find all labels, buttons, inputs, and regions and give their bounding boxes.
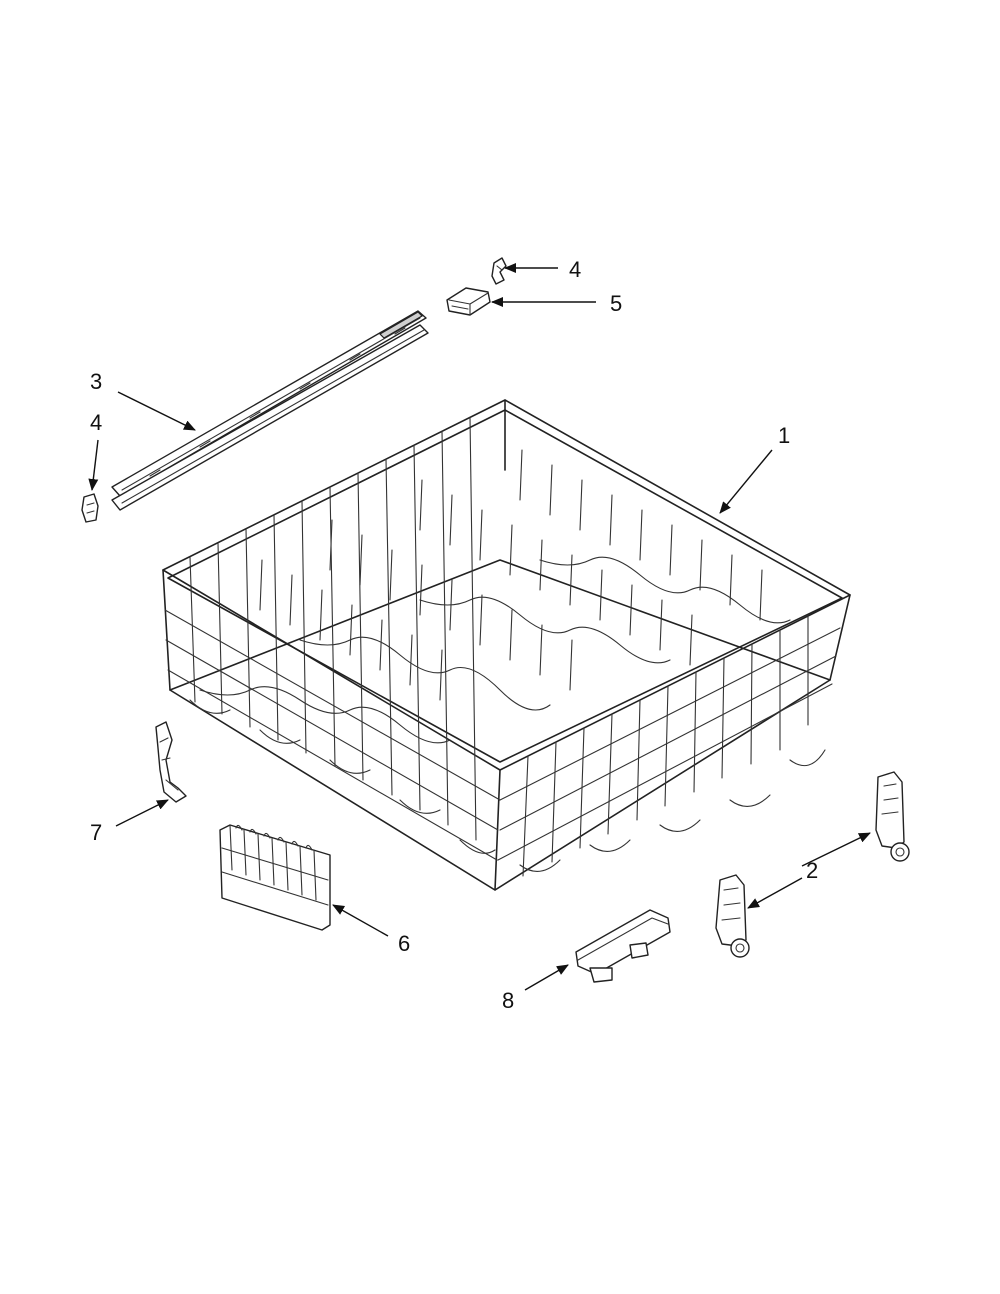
fold-down-tine-row-icon[interactable] bbox=[219, 824, 331, 931]
rack-handle-icon[interactable] bbox=[575, 909, 671, 983]
callout-labels: 4 5 3 4 1 7 6 2 8 bbox=[90, 257, 818, 1013]
leader-lines bbox=[88, 263, 871, 991]
callout-2: 2 bbox=[806, 858, 818, 883]
leader-line-4-left bbox=[88, 439, 99, 491]
callout-6: 6 bbox=[398, 931, 410, 956]
callout-5: 5 bbox=[610, 291, 622, 316]
rail-end-cap-icon[interactable] bbox=[81, 493, 99, 523]
callout-8: 8 bbox=[502, 988, 514, 1013]
leader-line-3 bbox=[117, 391, 196, 431]
rack-track-rail-icon[interactable] bbox=[111, 310, 429, 511]
leader-line-6 bbox=[332, 904, 389, 937]
rail-end-cap-icon[interactable] bbox=[491, 257, 507, 285]
callout-3: 3 bbox=[90, 369, 102, 394]
callout-4-top: 4 bbox=[569, 257, 581, 282]
rack-wheel-adjuster-icon[interactable] bbox=[875, 771, 910, 862]
rack-clip-icon[interactable] bbox=[155, 721, 187, 803]
rail-stop-icon[interactable] bbox=[446, 287, 491, 316]
callout-1: 1 bbox=[778, 423, 790, 448]
rack-wheel-adjuster-icon[interactable] bbox=[715, 874, 750, 958]
leader-line-2-right bbox=[801, 832, 871, 867]
leader-line-7 bbox=[115, 799, 169, 827]
dish-rack-icon[interactable] bbox=[162, 399, 851, 891]
leader-line-2-left bbox=[747, 877, 803, 909]
leader-line-1 bbox=[719, 449, 773, 514]
leader-line-8 bbox=[524, 964, 569, 991]
callout-4-left: 4 bbox=[90, 410, 102, 435]
callout-7: 7 bbox=[90, 820, 102, 845]
